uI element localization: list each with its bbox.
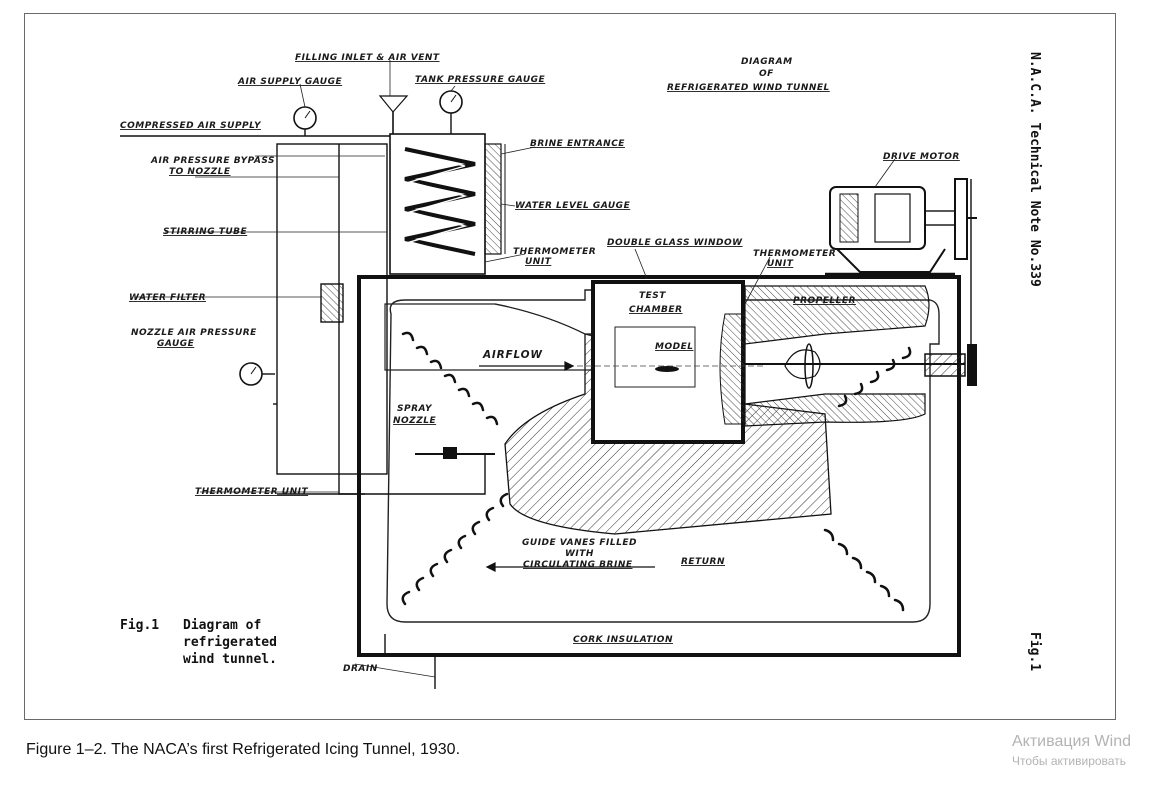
label-tank-pressure-gauge: TANK PRESSURE GAUGE bbox=[415, 75, 546, 85]
fig-label: Fig.1 bbox=[120, 618, 159, 633]
figure-frame: FILLING INLET & AIR VENT AIR SUPPLY GAUG… bbox=[24, 13, 1116, 720]
label-thermometer-right-1: THERMOMETER bbox=[753, 249, 836, 259]
fig-caption-line3: wind tunnel. bbox=[183, 652, 277, 667]
brine-tank bbox=[378, 95, 506, 275]
diagram-title-line3: REFRIGERATED WIND TUNNEL bbox=[667, 83, 830, 93]
spray-nozzle bbox=[415, 447, 495, 459]
label-compressed-air-supply: COMPRESSED AIR SUPPLY bbox=[120, 121, 262, 131]
label-model: MODEL bbox=[655, 342, 693, 352]
label-water-filter: WATER FILTER bbox=[129, 293, 206, 303]
test-chamber bbox=[505, 280, 765, 444]
label-stirring-tube: STIRRING TUBE bbox=[163, 227, 248, 237]
label-double-glass-window: DOUBLE GLASS WINDOW bbox=[607, 238, 743, 248]
activation-watermark: Активация Wind Чтобы активировать bbox=[1012, 733, 1161, 768]
label-filling-inlet: FILLING INLET & AIR VENT bbox=[295, 53, 440, 63]
fig-caption-line1: Diagram of bbox=[183, 618, 261, 633]
label-cork-insulation: CORK INSULATION bbox=[573, 635, 673, 645]
label-test-chamber-2: CHAMBER bbox=[629, 305, 683, 315]
tunnel-outer-wall bbox=[357, 275, 961, 657]
label-thermometer-top-1: THERMOMETER bbox=[513, 247, 596, 257]
air-supply-gauge bbox=[293, 106, 317, 136]
fig-caption-line2: refrigerated bbox=[183, 635, 277, 650]
flow-arrows bbox=[479, 361, 655, 572]
label-air-pressure-bypass-2: TO NOZZLE bbox=[169, 167, 231, 177]
label-drive-motor: DRIVE MOTOR bbox=[883, 152, 960, 162]
nozzle-air-pressure-gauge bbox=[239, 362, 275, 386]
watermark-line1: Активация Wind bbox=[1012, 733, 1131, 750]
label-spray-nozzle-2: NOZZLE bbox=[393, 416, 436, 426]
wind-tunnel-diagram: FILLING INLET & AIR VENT AIR SUPPLY GAUG… bbox=[120, 52, 1042, 689]
label-guide-vanes-2: WITH bbox=[565, 549, 594, 559]
figure-caption: Figure 1–2. The NACA’s first Refrigerate… bbox=[26, 741, 461, 758]
side-fig-label: Fig.1 bbox=[1027, 632, 1042, 671]
label-airflow: AIRFLOW bbox=[482, 349, 543, 361]
label-guide-vanes-3: CIRCULATING BRINE bbox=[523, 560, 633, 570]
drive-motor bbox=[825, 178, 977, 386]
label-test-chamber-1: TEST bbox=[639, 291, 666, 301]
label-brine-entrance: BRINE ENTRANCE bbox=[530, 139, 625, 149]
piping bbox=[120, 135, 486, 689]
label-air-supply-gauge: AIR SUPPLY GAUGE bbox=[237, 77, 342, 87]
label-drain: DRAIN bbox=[343, 664, 378, 674]
label-guide-vanes-1: GUIDE VANES FILLED bbox=[522, 538, 637, 548]
diagram-title-line1: DIAGRAM bbox=[741, 57, 793, 67]
watermark-line2: Чтобы активировать bbox=[1012, 754, 1126, 768]
label-thermometer-right-2: UNIT bbox=[767, 259, 794, 269]
leader-lines bbox=[135, 60, 896, 678]
water-filter bbox=[320, 283, 344, 323]
label-nozzle-air-gauge-2: GAUGE bbox=[157, 339, 195, 349]
label-nozzle-air-gauge-1: NOZZLE AIR PRESSURE bbox=[131, 328, 257, 338]
propeller-assembly bbox=[745, 343, 977, 389]
label-thermometer-top-2: UNIT bbox=[525, 257, 552, 267]
side-header: N.A.C.A. Technical Note No.339 bbox=[1027, 52, 1042, 287]
label-air-pressure-bypass-1: AIR PRESSURE BYPASS bbox=[150, 156, 275, 166]
label-thermometer-bottom: THERMOMETER UNIT bbox=[195, 487, 309, 497]
label-propeller: PROPELLER bbox=[793, 296, 856, 306]
label-spray-nozzle-1: SPRAY bbox=[397, 404, 433, 414]
label-return: RETURN bbox=[681, 557, 725, 567]
diagram-title-line2: OF bbox=[759, 69, 774, 79]
guide-vanes bbox=[401, 331, 912, 612]
label-water-level-gauge: WATER LEVEL GAUGE bbox=[515, 201, 631, 211]
tank-pressure-gauge bbox=[439, 90, 463, 134]
